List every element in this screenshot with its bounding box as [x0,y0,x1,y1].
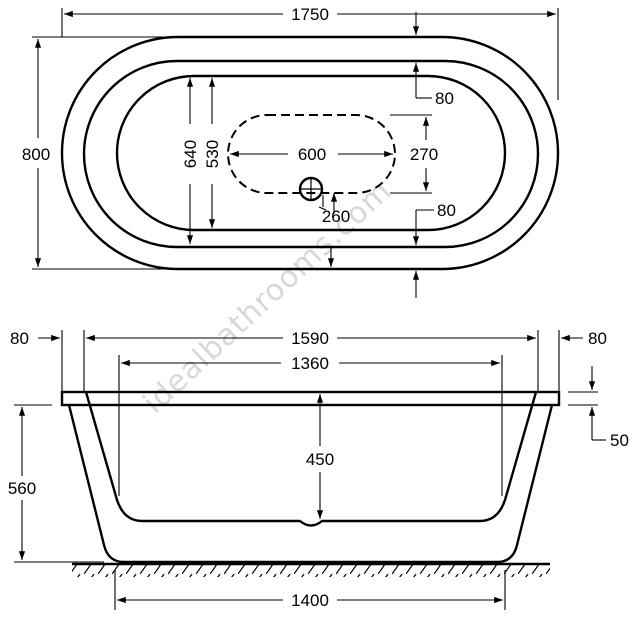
overall-height-label: 560 [8,479,36,498]
rim-section [60,390,561,407]
side-view: 80 1590 80 1360 450 560 50 [8,329,629,610]
outer-body-profile [67,404,554,564]
inner-length-label: 1360 [291,354,329,373]
inner-width-530-label: 530 [203,140,222,168]
rim-top-label: 80 [435,89,454,108]
recess-width-label: 270 [410,145,438,164]
watermark: idealbathrooms.com [137,173,399,421]
overall-length-label: 1750 [291,5,329,24]
recess-length-label: 600 [298,145,326,164]
rim-thickness-label: 50 [610,431,629,450]
outer-rim-outline [60,35,560,271]
rim-left-label: 80 [10,329,29,348]
rim-right-label: 80 [588,329,607,348]
rim-inner-outline [82,59,540,249]
floor-hatching [72,564,550,577]
inner-body-profile [84,391,538,527]
bath-inner-outline [115,74,507,232]
top-view: 1750 800 640 530 600 270 260 8 [22,5,560,298]
rim-bottom-label: 80 [437,201,456,220]
base-length-label: 1400 [291,591,329,610]
top-length-label: 1590 [291,329,329,348]
depth-label: 450 [306,450,334,469]
overall-width-label: 800 [22,145,50,164]
inner-width-640-label: 640 [181,140,200,168]
waste-offset-label: 260 [322,207,350,226]
